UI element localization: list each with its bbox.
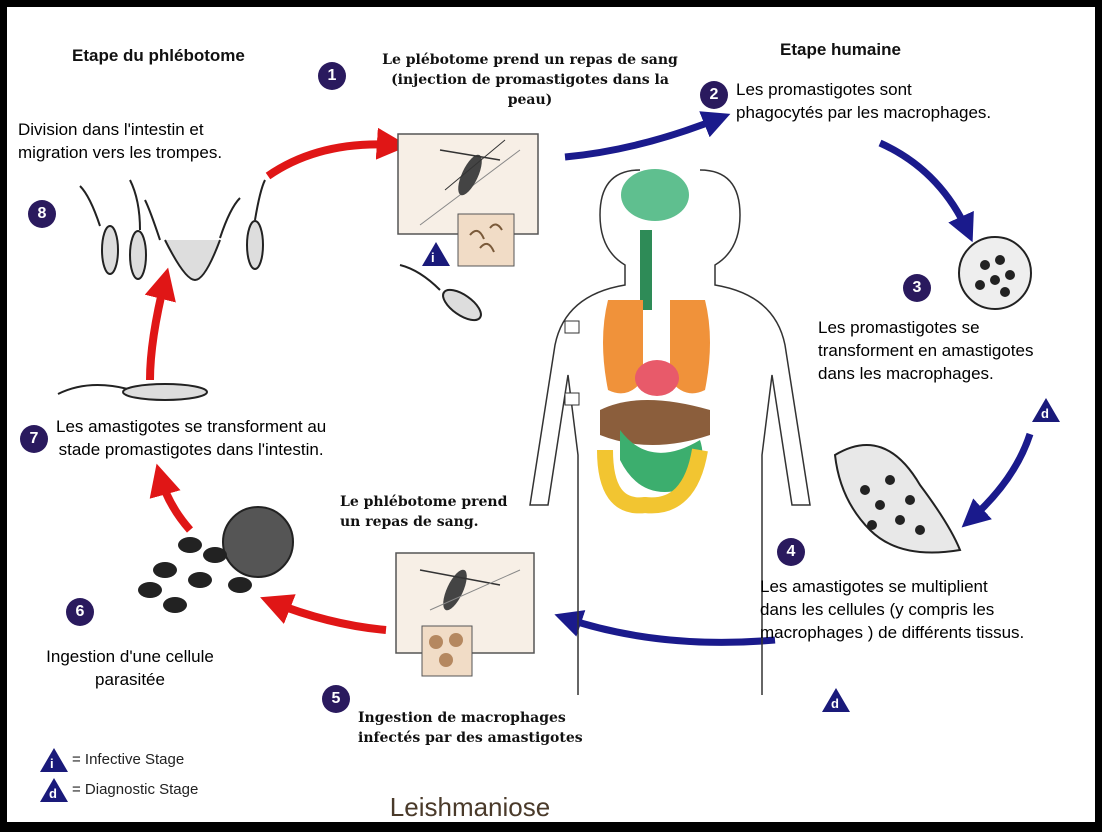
arrow-6-to-7 (160, 476, 190, 530)
arrow-1-to-2 (565, 118, 720, 157)
step-1-line-3: peau) (360, 90, 700, 110)
step-1-line-2: (injection de promastigotes dans la (360, 70, 700, 90)
diagnostic-marker-letter-1: d (1041, 406, 1049, 421)
step-4-line-2: dans les cellules (y compris les (760, 598, 1024, 621)
phlebotome-stage-header: Etape du phlébotome (72, 46, 245, 66)
arrow-7-to-8 (150, 280, 165, 380)
legend-infective-marker (40, 748, 68, 772)
legend-diagnostic-letter: d (49, 786, 57, 801)
infected-tissue-cell (835, 445, 960, 553)
step-4-line-1: Les amastigotes se multiplient (760, 575, 1024, 598)
infective-stage-marker (422, 242, 450, 266)
step-badge-4: 4 (777, 538, 805, 566)
human-stage-header: Etape humaine (780, 40, 901, 60)
arrow-8-to-1 (268, 144, 396, 176)
step-badge-7: 7 (20, 425, 48, 453)
diagram-title: Leishmaniose (300, 792, 640, 823)
step-2-text: Les promastigotes sont phagocytés par le… (736, 78, 991, 124)
step-badge-5: 5 (322, 685, 350, 713)
diagnostic-marker-letter-2: d (831, 696, 839, 711)
step-7-line-1: Les amastigotes se transforment au (56, 415, 326, 438)
sandfly-meal-2-line-1: Le phlébotome prend (340, 492, 507, 512)
step-3-text: Les promastigotes se transforment en ama… (818, 316, 1033, 385)
step-8-line-1: Division dans l'intestin et (18, 118, 222, 141)
step-1-line-1: Le plébotome prend un repas de sang (360, 50, 700, 70)
legend-infective-label: = Infective Stage (72, 751, 184, 768)
legend-infective-letter: i (50, 756, 54, 771)
step-2-line-2: phagocytés par les macrophages. (736, 101, 991, 124)
step-2-line-1: Les promastigotes sont (736, 78, 991, 101)
step-badge-1: 1 (318, 62, 346, 90)
arrow-4-to-5 (565, 618, 775, 642)
step-8-text: Division dans l'intestin et migration ve… (18, 118, 222, 164)
step-5-text: Ingestion de macrophages infectés par de… (358, 708, 583, 748)
macrophage-with-amastigotes (959, 237, 1031, 309)
step-1-text: Le plébotome prend un repas de sang (inj… (360, 50, 700, 110)
arrow-2-to-3 (880, 143, 968, 232)
ruptured-parasitized-cell (138, 507, 293, 613)
promastigotes-dividing (80, 180, 265, 280)
step-4-line-3: macrophages ) de différents tissus. (760, 621, 1024, 644)
step-6-line-2: parasitée (30, 668, 230, 691)
step-3-line-1: Les promastigotes se (818, 316, 1033, 339)
step-7-line-2: stade promastigotes dans l'intestin. (56, 438, 326, 461)
step-6-text: Ingestion d'une cellule parasitée (30, 645, 230, 691)
step-3-line-2: transforment en amastigotes (818, 339, 1033, 362)
arrow-3-to-4 (970, 434, 1030, 520)
step-6-line-1: Ingestion d'une cellule (30, 645, 230, 668)
step-badge-2: 2 (700, 81, 728, 109)
sandfly-feeding-illustration-1 (398, 134, 538, 266)
arrow-5-to-6 (272, 602, 386, 630)
infective-marker-letter: i (431, 250, 435, 265)
sandfly-feeding-illustration-2 (396, 553, 534, 676)
step-badge-6: 6 (66, 598, 94, 626)
legend-diagnostic-label: = Diagnostic Stage (72, 781, 198, 798)
sandfly-meal-2-line-2: un repas de sang. (340, 512, 507, 532)
step-4-text: Les amastigotes se multiplient dans les … (760, 575, 1024, 644)
promastigote-elongated (58, 384, 207, 400)
sandfly-meal-2-text: Le phlébotome prend un repas de sang. (340, 492, 507, 532)
promastigote-free (400, 265, 486, 326)
step-badge-3: 3 (903, 274, 931, 302)
step-3-line-3: dans les macrophages. (818, 362, 1033, 385)
step-5-line-1: Ingestion de macrophages (358, 708, 583, 728)
step-badge-8: 8 (28, 200, 56, 228)
step-7-text: Les amastigotes se transforment au stade… (56, 415, 326, 461)
step-5-line-2: infectés par des amastigotes (358, 728, 583, 748)
step-8-line-2: migration vers les trompes. (18, 141, 222, 164)
